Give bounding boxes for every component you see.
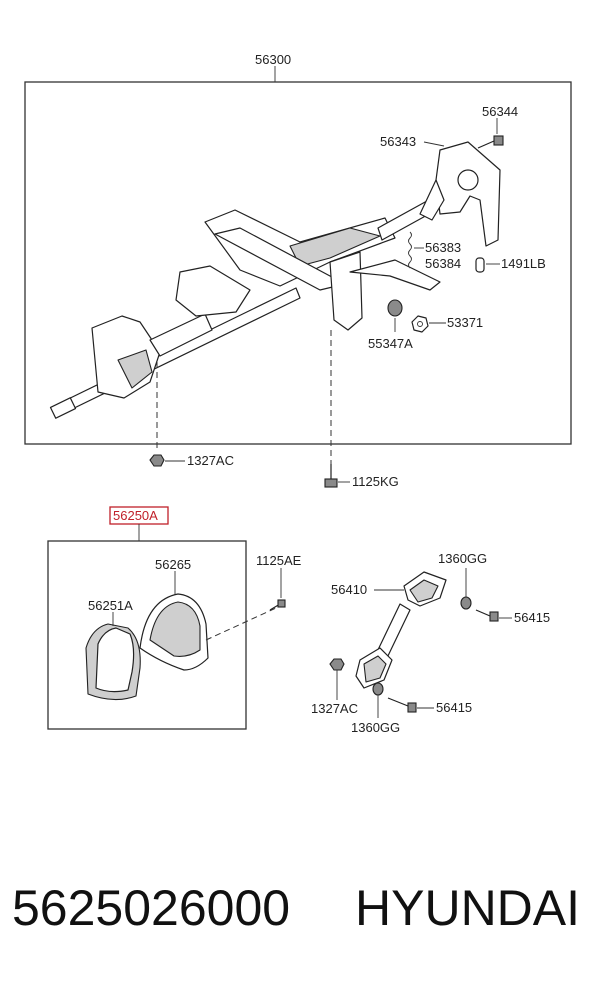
- shroud-assembly-frame: [47, 540, 247, 730]
- label-56344[interactable]: 56344: [482, 104, 518, 119]
- nut-53371-icon: [411, 315, 429, 333]
- washer-55347a-icon: [387, 299, 403, 317]
- label-56415-top[interactable]: 56415: [514, 610, 550, 625]
- label-56384[interactable]: 56384: [425, 256, 461, 271]
- bolt-56344-icon: [477, 135, 504, 149]
- label-56250a[interactable]: 56250A: [113, 508, 158, 523]
- dash-1125ae: [205, 607, 277, 641]
- label-1360gg-top[interactable]: 1360GG: [438, 551, 487, 566]
- label-56251a[interactable]: 56251A: [88, 598, 133, 613]
- intermediate-shaft-56410: [355, 571, 447, 689]
- bolt-56415-bottom-icon: [387, 697, 417, 713]
- label-56300[interactable]: 56300: [255, 52, 291, 67]
- label-1125kg[interactable]: 1125KG: [352, 474, 399, 489]
- label-1491lb[interactable]: 1491LB: [501, 256, 546, 271]
- brand-name: HYUNDAI: [355, 880, 581, 936]
- upper-shroud-56265: [139, 593, 209, 671]
- leader-56343: [423, 141, 445, 147]
- label-1327ac-bottom[interactable]: 1327AC: [311, 701, 358, 716]
- label-56410[interactable]: 56410: [331, 582, 367, 597]
- label-56265[interactable]: 56265: [155, 557, 191, 572]
- pin-1491lb-icon: [475, 257, 485, 273]
- steering-column: [49, 193, 447, 419]
- bolt-1125kg-icon: [324, 464, 338, 488]
- label-55347a[interactable]: 55347A: [368, 336, 413, 351]
- label-56415-bottom[interactable]: 56415: [436, 700, 472, 715]
- label-53371[interactable]: 53371: [447, 315, 483, 330]
- label-1360gg-bottom[interactable]: 1360GG: [351, 720, 400, 735]
- label-1125ae[interactable]: 1125AE: [256, 553, 302, 568]
- part-number: 5625026000: [12, 880, 291, 936]
- label-56383[interactable]: 56383: [425, 240, 461, 255]
- nut-1327ac-bottom-icon: [329, 658, 345, 671]
- screw-1125ae-icon: [269, 599, 286, 611]
- steering-column-frame: [24, 81, 572, 445]
- nut-1327ac-icon: [149, 454, 165, 467]
- lower-shroud-56251a: [85, 623, 141, 701]
- bolt-56415-top-icon: [475, 609, 499, 622]
- washer-1360gg-bottom-icon: [372, 682, 384, 696]
- spring-56383-icon: [408, 231, 412, 269]
- label-56343[interactable]: 56343: [380, 134, 416, 149]
- bracket-56343: [419, 141, 501, 247]
- washer-1360gg-top-icon: [460, 596, 472, 610]
- label-1327ac-top[interactable]: 1327AC: [187, 453, 234, 468]
